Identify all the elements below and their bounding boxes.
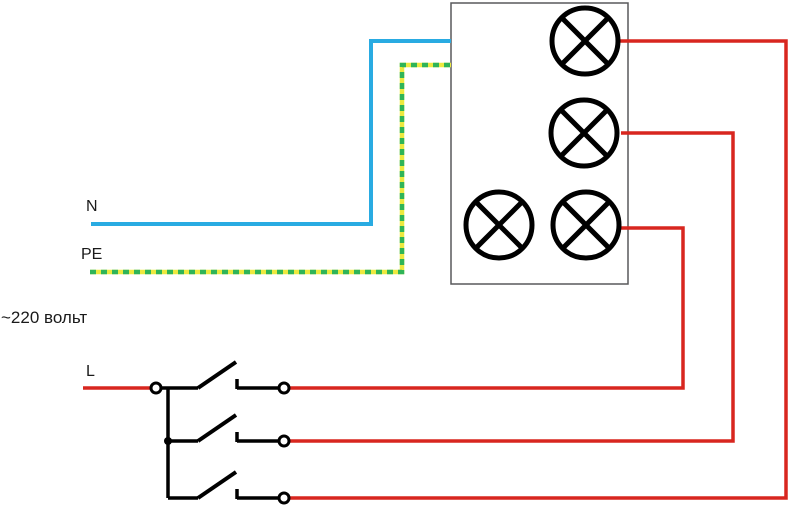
lamp-4-circle <box>550 189 622 261</box>
label-voltage: ~220 вольт <box>1 308 87 327</box>
pe-wire-green-dashes <box>90 62 451 275</box>
switch-3-blade <box>196 470 238 500</box>
lamp-2-circle <box>548 97 620 169</box>
switch3-to-lamp-wire <box>289 39 788 500</box>
lamp-1 <box>549 5 621 77</box>
switch-2-output-terminal-icon <box>277 434 291 448</box>
switch-2 <box>164 413 291 448</box>
switch2-to-lamp-wire <box>289 131 735 443</box>
lamp-2-cross-icon <box>558 107 610 159</box>
pe-wire-yellow <box>90 62 451 275</box>
label-earth: PE <box>81 246 102 263</box>
switch-1-output-terminal-icon <box>277 381 291 395</box>
lamp-3-circle <box>463 189 535 261</box>
lamp-1-cross-icon <box>559 15 611 67</box>
neutral-wire <box>91 39 451 226</box>
lamp-4 <box>550 189 622 261</box>
switch-3 <box>168 470 291 505</box>
label-neutral: N <box>86 198 98 215</box>
lamp-1-circle <box>549 5 621 77</box>
switch-2-blade <box>196 413 238 443</box>
switch1-to-lamp-wire <box>289 226 685 390</box>
switch-3-output-terminal-icon <box>277 491 291 505</box>
switch-1 <box>149 360 291 395</box>
switch-1-blade <box>196 360 238 390</box>
lamp-2 <box>548 97 620 169</box>
lamp-3 <box>463 189 535 261</box>
switch-1-input-terminal-icon <box>149 381 163 395</box>
label-line: L <box>86 363 95 380</box>
lamp-4-cross-icon <box>560 199 612 251</box>
lamp-3-cross-icon <box>473 199 525 251</box>
